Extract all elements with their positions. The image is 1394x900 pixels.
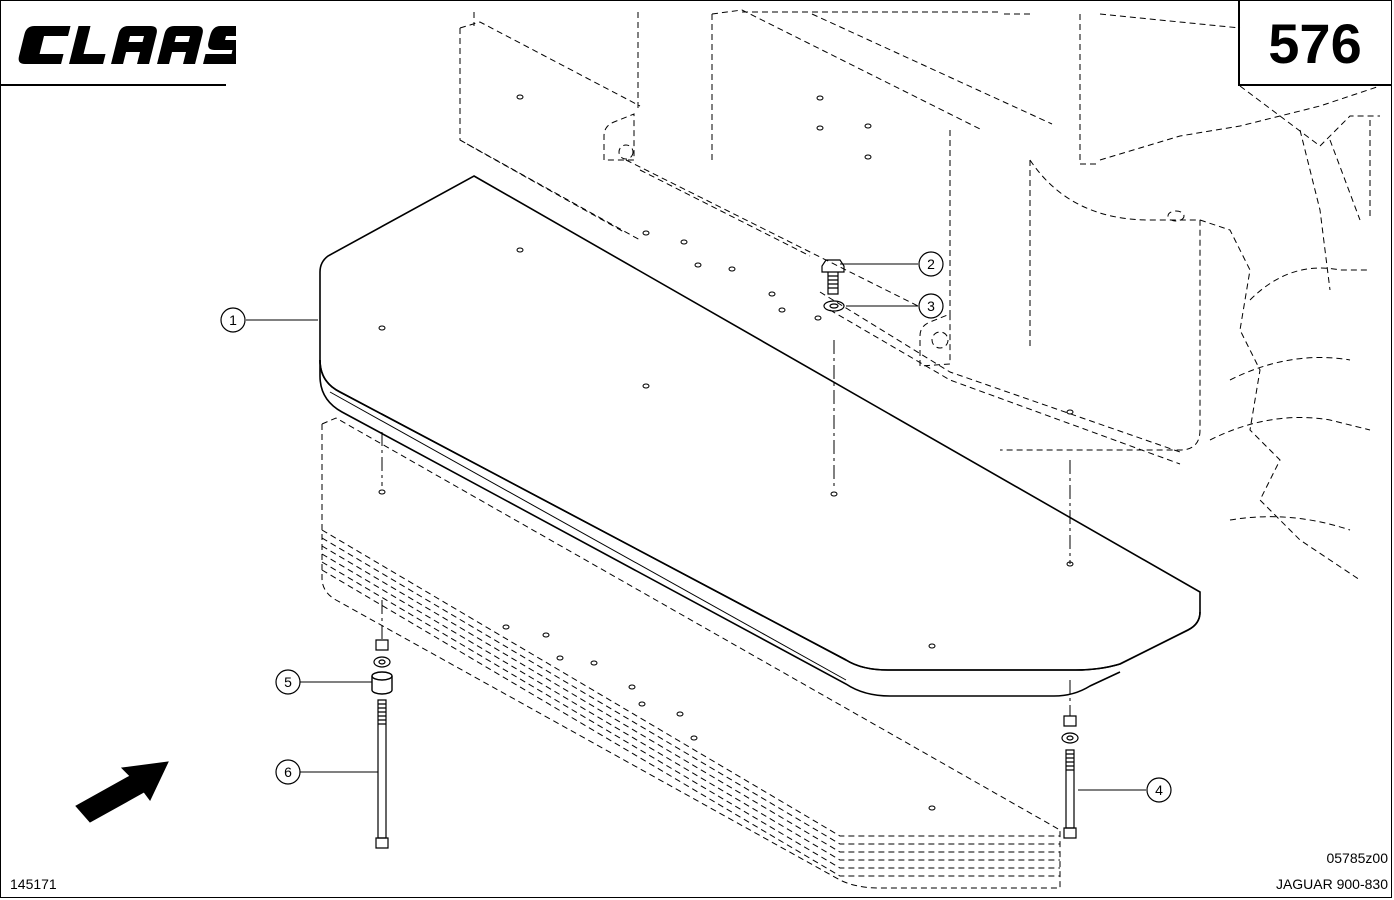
model-name: JAGUAR 900-830 <box>1275 876 1388 892</box>
svg-text:2: 2 <box>927 256 935 272</box>
brand-rule <box>0 84 226 86</box>
left-nut <box>375 639 389 651</box>
chassis-holes <box>516 94 1074 415</box>
page-number-box <box>1238 0 1392 86</box>
lower-block-holes <box>378 489 936 811</box>
counterweight-plate <box>319 175 1201 697</box>
right-nut <box>1063 715 1077 727</box>
left-washer <box>373 656 391 668</box>
long-bolt-6 <box>375 699 389 849</box>
callout-3: 3 <box>918 293 944 319</box>
leader-lines <box>246 263 1146 791</box>
plate-holes <box>378 247 1074 649</box>
washer-3 <box>823 300 845 312</box>
callout-5: 5 <box>275 669 301 695</box>
svg-text:5: 5 <box>284 674 292 690</box>
claas-logo <box>18 26 236 64</box>
chassis-frame <box>459 9 1381 581</box>
callout-2: 2 <box>918 251 944 277</box>
callout-4: 4 <box>1146 777 1172 803</box>
assembly-lines <box>381 340 1071 716</box>
reference-code: 05785z00 <box>1326 850 1388 866</box>
callout-1: 1 <box>220 307 246 333</box>
direction-arrow-icon <box>75 761 169 823</box>
bolt-2 <box>821 259 845 295</box>
bolt-assembly-4 <box>1063 749 1077 839</box>
spacer-5 <box>371 671 393 695</box>
svg-text:3: 3 <box>927 298 935 314</box>
svg-text:6: 6 <box>284 764 292 780</box>
svg-text:4: 4 <box>1155 782 1163 798</box>
lower-weight-block <box>321 417 1061 889</box>
right-washer <box>1061 732 1079 744</box>
page-number: 576 <box>1268 12 1362 75</box>
callout-6: 6 <box>275 759 301 785</box>
drawing-id: 145171 <box>10 876 57 892</box>
svg-text:1: 1 <box>229 312 237 328</box>
